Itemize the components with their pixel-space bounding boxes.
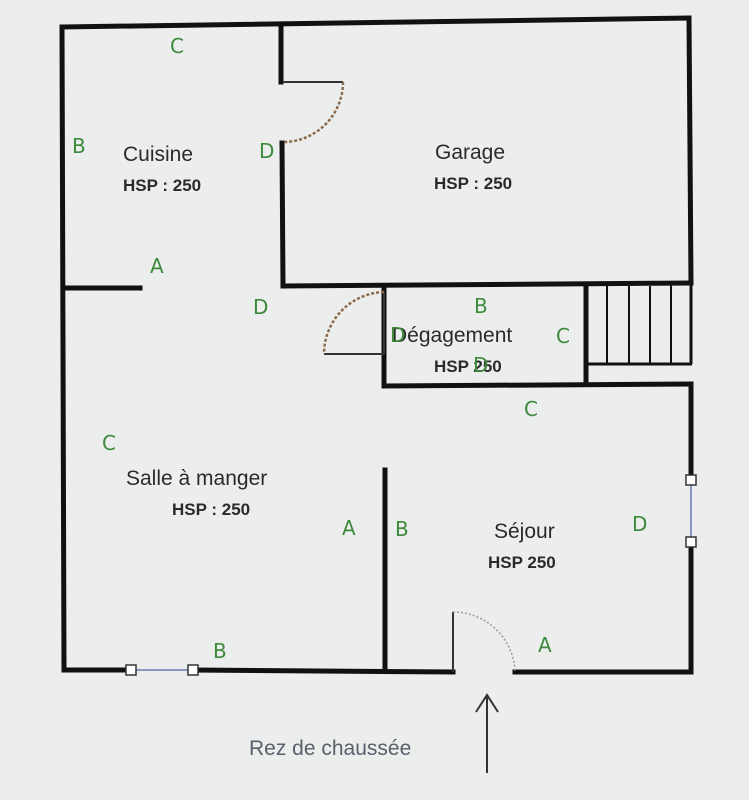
wall-label-degagement-left: D: [390, 323, 405, 347]
wall-sejour-top: [381, 381, 694, 389]
wall-label-sejour-right: D: [632, 512, 647, 536]
wall-label-degagement-right: C: [556, 324, 570, 348]
wall-cuisine-garage-lower: [279, 140, 286, 289]
window-sejour: [685, 474, 697, 548]
door-garage: [282, 81, 345, 144]
room-name-sejour: Séjour: [494, 520, 555, 543]
wall-label-sejour-bottom: A: [538, 633, 552, 657]
room-hsp-cuisine: HSP : 250: [123, 176, 201, 195]
wall-label-salle-left: C: [102, 431, 116, 455]
wall-label-cuisine-bottom: A: [150, 254, 164, 278]
wall-label-salle-bottom: B: [213, 639, 227, 663]
room-hsp-salle: HSP : 250: [172, 500, 250, 519]
wall-label-salle-right: A: [342, 516, 356, 540]
room-name-garage: Garage: [435, 141, 505, 164]
room-name-salle: Salle à manger: [126, 467, 267, 490]
door-entrance: [452, 611, 516, 673]
room-name-cuisine: Cuisine: [123, 143, 193, 166]
wall-left: [59, 24, 67, 673]
wall-top: [59, 15, 692, 30]
wall-label-hall: D: [253, 295, 268, 319]
wall-label-sejour-left: B: [395, 517, 409, 541]
wall-bottom-middle: [190, 667, 456, 675]
room-hsp-garage: HSP : 250: [434, 174, 512, 193]
stairs: [588, 284, 693, 366]
room-name-degagement: Dégagement: [392, 324, 512, 347]
wall-label-degagement-bottom: D: [473, 353, 488, 377]
room-hsp-sejour: HSP 250: [488, 553, 556, 572]
wall-garage-right: [686, 15, 694, 286]
wall-garage-bottom: [280, 280, 694, 289]
door-degagement: [322, 290, 385, 355]
plan-caption: Rez de chaussée: [249, 737, 411, 760]
wall-label-cuisine-right: D: [259, 139, 274, 163]
wall-label-sejour-top: C: [524, 397, 538, 421]
wall-label-cuisine-top: C: [170, 34, 184, 58]
wall-label-cuisine-left: B: [72, 134, 86, 158]
wall-label-degagement-top: B: [474, 294, 488, 318]
window-salle: [125, 664, 199, 676]
walls: [59, 15, 694, 675]
room-hsp-degagement: HSP 250: [434, 357, 502, 376]
entrance-arrow-icon: [475, 693, 499, 773]
